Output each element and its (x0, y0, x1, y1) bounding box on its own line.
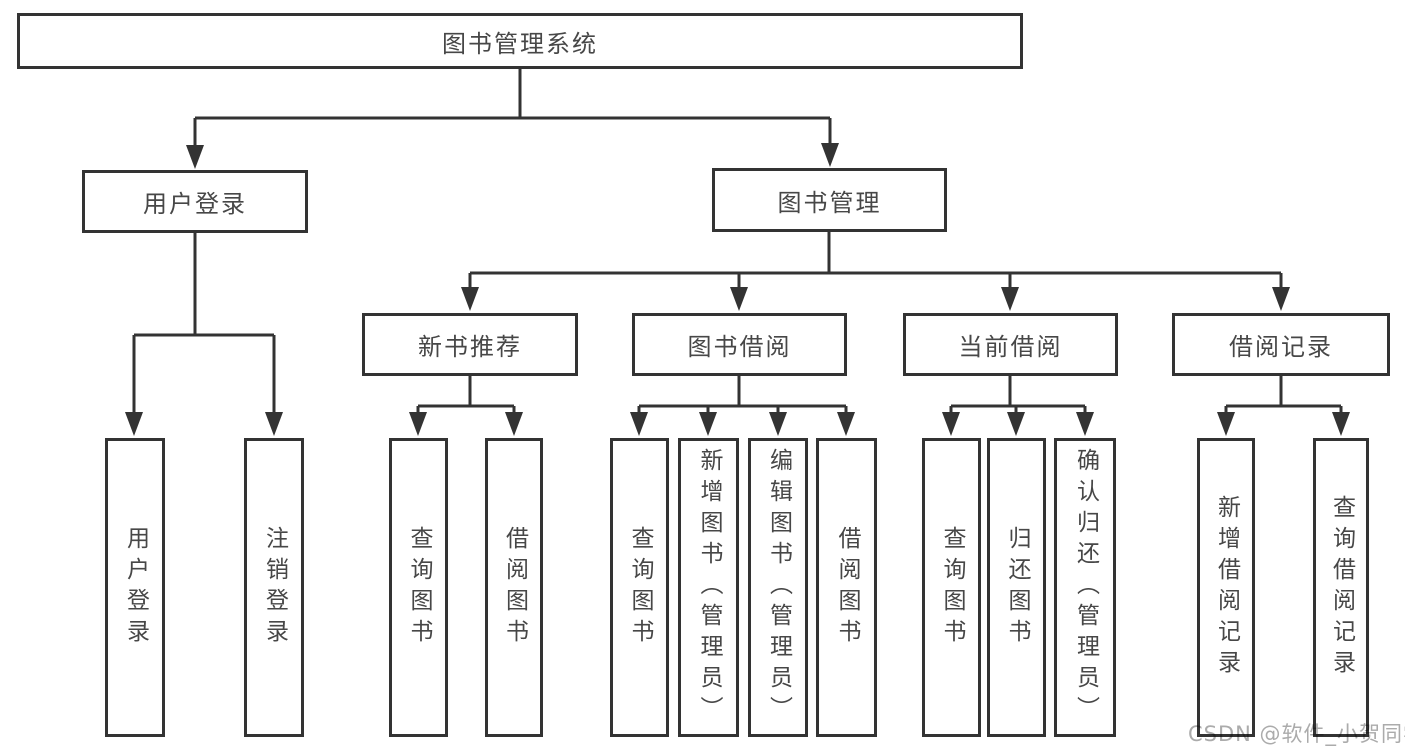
node-current-borrow: 当前借阅 (903, 313, 1118, 376)
leaf-add-borrow-record: 新增借阅记录 (1197, 438, 1255, 737)
arrowheads (125, 143, 1350, 436)
node-book-borrow: 图书借阅 (632, 313, 847, 376)
leaf-query-books-recommend: 查询图书 (389, 438, 448, 737)
leaf-query-borrow-record: 查询借阅记录 (1313, 438, 1369, 737)
connector-paths (132, 69, 1343, 416)
leaf-return-books: 归还图书 (987, 438, 1046, 737)
leaf-logout: 注销登录 (244, 438, 304, 737)
node-new-book-recommend: 新书推荐 (362, 313, 578, 376)
node-book-management: 图书管理 (712, 168, 947, 232)
csdn-watermark: CSDN @软件_小贺同学 (1188, 722, 1405, 746)
node-user-login: 用户登录 (82, 170, 308, 233)
leaf-query-books-borrow: 查询图书 (610, 438, 669, 737)
leaf-edit-books-admin: 编辑图书（管理员） (748, 438, 808, 737)
leaf-query-books-current: 查询图书 (922, 438, 981, 737)
leaf-user-login: 用户登录 (105, 438, 165, 737)
node-borrow-records: 借阅记录 (1172, 313, 1390, 376)
leaf-add-books-admin: 新增图书（管理员） (678, 438, 739, 737)
leaf-borrow-books-recommend: 借阅图书 (485, 438, 543, 737)
leaf-borrow-books: 借阅图书 (816, 438, 877, 737)
node-root-system: 图书管理系统 (17, 13, 1023, 69)
leaf-confirm-return-admin: 确认归还（管理员） (1054, 438, 1116, 737)
